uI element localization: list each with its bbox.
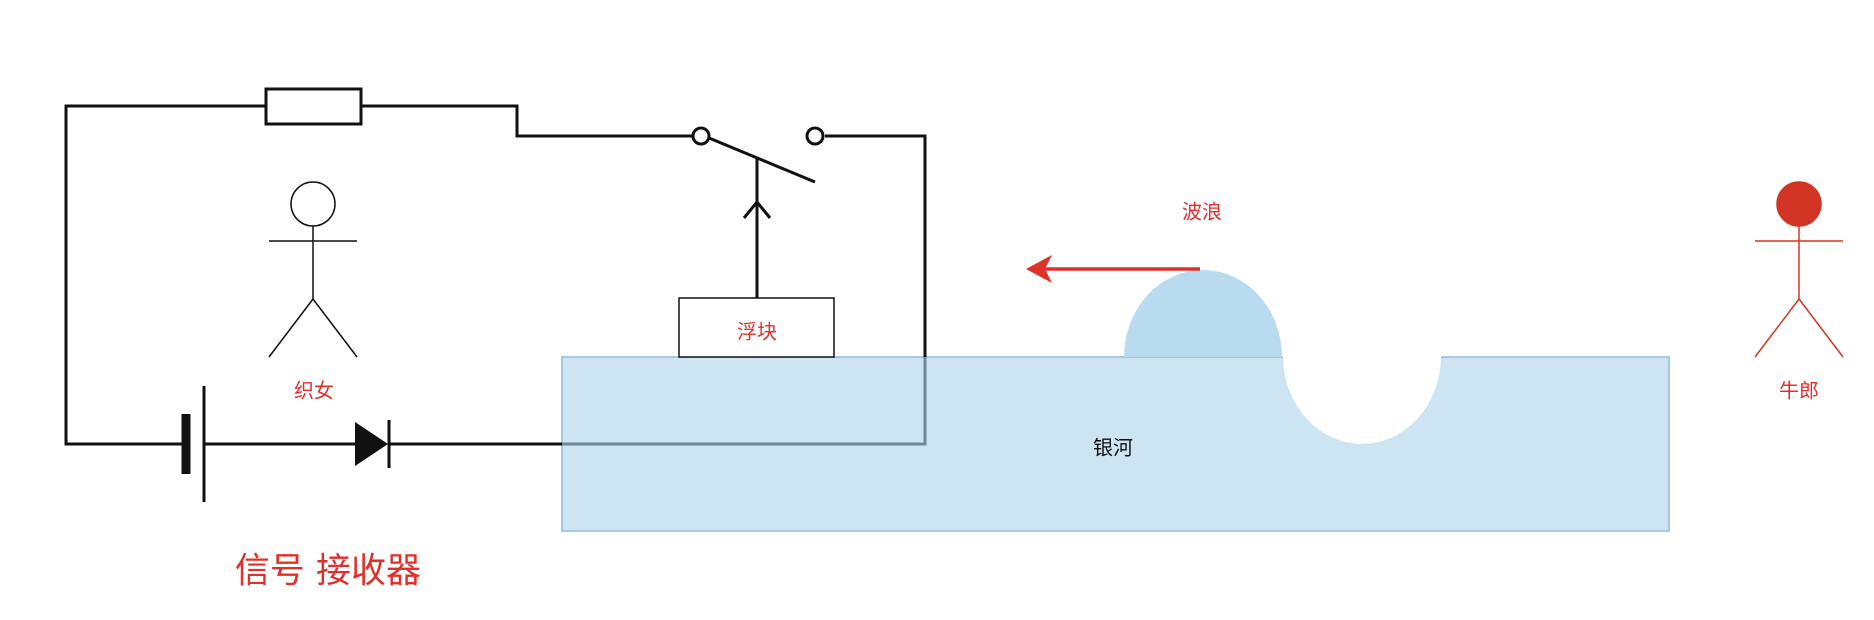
wave-crest	[1124, 270, 1282, 357]
milky-way-label: 银河	[1093, 435, 1133, 460]
diode-icon	[355, 420, 391, 468]
cowherd-label: 牛郎	[1779, 378, 1819, 403]
weaver-girl-figure	[268, 181, 358, 358]
wave-trough	[1283, 356, 1441, 444]
wire-left-top	[64, 104, 266, 446]
wire-resistor-switch	[361, 104, 693, 138]
weaver-girl-label: 织女	[294, 378, 334, 403]
battery-icon	[181, 386, 206, 502]
signal-receiver-label: 信号 接收器	[234, 551, 422, 592]
resistor-icon	[264, 87, 363, 126]
wave-direction-arrow	[1026, 255, 1200, 283]
switch-icon	[691, 126, 825, 219]
wire-switch-right	[825, 134, 927, 444]
float-block	[678, 297, 835, 358]
circuit	[64, 104, 927, 446]
cowherd-figure	[1754, 181, 1844, 358]
wire-under-river	[562, 357, 927, 446]
float-block-label: 浮块	[737, 319, 777, 344]
wave-label: 波浪	[1182, 199, 1222, 224]
